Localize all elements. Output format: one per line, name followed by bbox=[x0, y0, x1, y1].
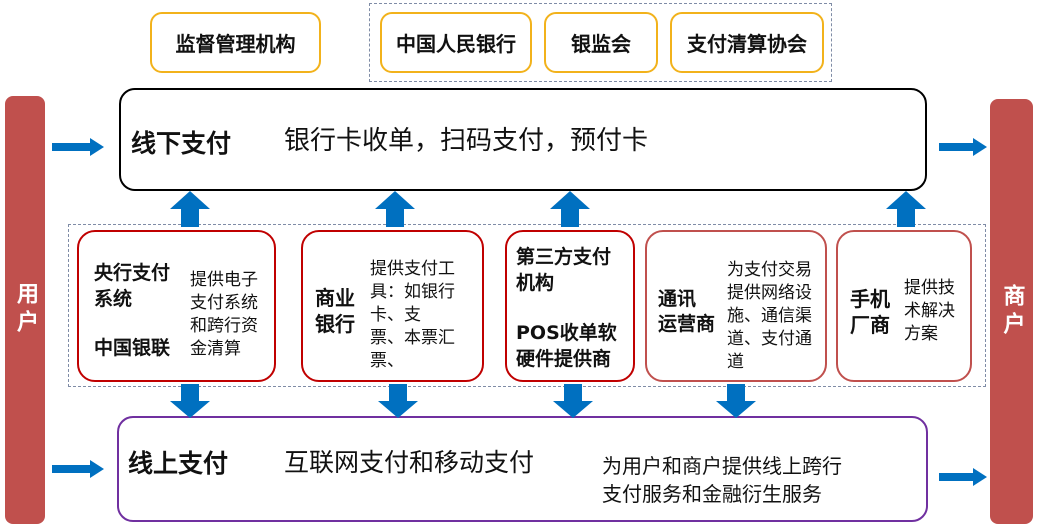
thirdparty-name2-line1: POS收单软 bbox=[516, 322, 617, 344]
user-side-bar: 用户 bbox=[5, 96, 45, 524]
thirdparty-name2-line2: 硬件提供商 bbox=[516, 348, 612, 370]
arrow-offline-to-merchant-icon bbox=[939, 138, 987, 156]
regulator-pboc-box: 中国人民银行 bbox=[380, 12, 532, 73]
bank-desc-line5: 票、 bbox=[370, 351, 404, 371]
arrow-phone-up-icon bbox=[886, 191, 926, 227]
telecom-desc-line1: 为支付交易 bbox=[727, 260, 812, 280]
regulator-pboc-label: 中国人民银行 bbox=[396, 32, 516, 56]
offline-payment-box bbox=[119, 88, 927, 191]
arrow-central-down-icon bbox=[170, 384, 210, 418]
telecom-desc-line5: 道 bbox=[727, 352, 744, 372]
regulator-pcac-box: 支付清算协会 bbox=[670, 12, 824, 73]
bank-name-line1: 商业 bbox=[315, 286, 355, 310]
bank-desc-line1: 提供支付工 bbox=[370, 259, 455, 279]
participant-telecom-box bbox=[645, 230, 827, 382]
online-payment-note-line2: 支付服务和金融衍生服务 bbox=[602, 482, 822, 506]
bank-desc-line2: 具：如银行 bbox=[370, 282, 455, 302]
regulator-cbrc-label: 银监会 bbox=[571, 32, 631, 56]
participant-central-box bbox=[77, 230, 276, 382]
regulator-cbrc-box: 银监会 bbox=[544, 12, 658, 73]
central-name1-line1: 央行支付 bbox=[94, 262, 171, 284]
arrow-user-to-online-icon bbox=[52, 460, 104, 478]
arrow-online-to-merchant-icon bbox=[939, 468, 987, 486]
offline-payment-title: 线下支付 bbox=[131, 129, 232, 158]
telecom-name-line2: 运营商 bbox=[658, 313, 716, 335]
online-payment-title: 线上支付 bbox=[128, 449, 229, 478]
arrow-user-to-offline-icon bbox=[52, 138, 104, 156]
phone-desc-line1: 提供技 bbox=[904, 278, 955, 298]
bank-desc-line3: 卡、支 bbox=[370, 305, 421, 325]
regulator-group-frame bbox=[369, 3, 832, 82]
online-payment-note-line1: 为用户和商户提供线上跨行 bbox=[602, 454, 842, 478]
online-payment-box bbox=[117, 416, 928, 522]
participant-thirdparty-box bbox=[505, 230, 635, 382]
regulator-main-label: 监督管理机构 bbox=[175, 32, 296, 56]
offline-payment-desc: 银行卡收单，扫码支付，预付卡 bbox=[284, 126, 649, 156]
telecom-desc-line4: 道、支付通 bbox=[727, 329, 812, 349]
arrow-bank-down-icon bbox=[378, 384, 418, 418]
merchant-side-bar: 商户 bbox=[990, 99, 1033, 524]
phone-desc-line3: 方案 bbox=[904, 324, 938, 344]
telecom-name-line1: 通讯 bbox=[658, 288, 697, 310]
central-desc-line2: 支付系统 bbox=[190, 293, 258, 313]
arrow-telecom-down-icon bbox=[716, 384, 756, 418]
merchant-side-label: 商户 bbox=[999, 283, 1025, 340]
thirdparty-name1-line1: 第三方支付 bbox=[516, 246, 612, 268]
central-desc-line1: 提供电子 bbox=[190, 270, 258, 290]
participant-bank-box bbox=[301, 230, 484, 382]
central-name2: 中国银联 bbox=[94, 337, 171, 359]
regulator-pcac-label: 支付清算协会 bbox=[687, 32, 807, 56]
arrow-central-up-icon bbox=[170, 191, 210, 227]
central-desc-line4: 金清算 bbox=[190, 339, 241, 359]
central-desc-line3: 和跨行资 bbox=[190, 316, 258, 336]
phone-name-line1: 手机 bbox=[850, 287, 890, 311]
user-side-label: 用户 bbox=[13, 282, 38, 338]
participant-phone-box bbox=[836, 230, 972, 382]
telecom-desc-line3: 施、通信渠 bbox=[727, 306, 812, 326]
phone-desc-line2: 术解决 bbox=[904, 301, 955, 321]
bank-desc-line4: 票、本票汇 bbox=[370, 328, 455, 348]
arrow-bank-up-icon bbox=[375, 191, 415, 227]
online-payment-desc: 互联网支付和移动支付 bbox=[284, 448, 535, 477]
bank-name-line2: 银行 bbox=[315, 312, 355, 336]
regulator-main-box: 监督管理机构 bbox=[150, 12, 321, 73]
phone-name-line2: 厂商 bbox=[850, 313, 890, 337]
thirdparty-name1-line2: 机构 bbox=[516, 272, 555, 294]
arrow-thirdparty-up-icon bbox=[550, 191, 590, 227]
telecom-desc-line2: 提供网络设 bbox=[727, 283, 812, 303]
central-name1-line2: 系统 bbox=[94, 288, 133, 310]
participants-frame bbox=[68, 224, 986, 387]
arrow-thirdparty-down-icon bbox=[553, 384, 593, 418]
